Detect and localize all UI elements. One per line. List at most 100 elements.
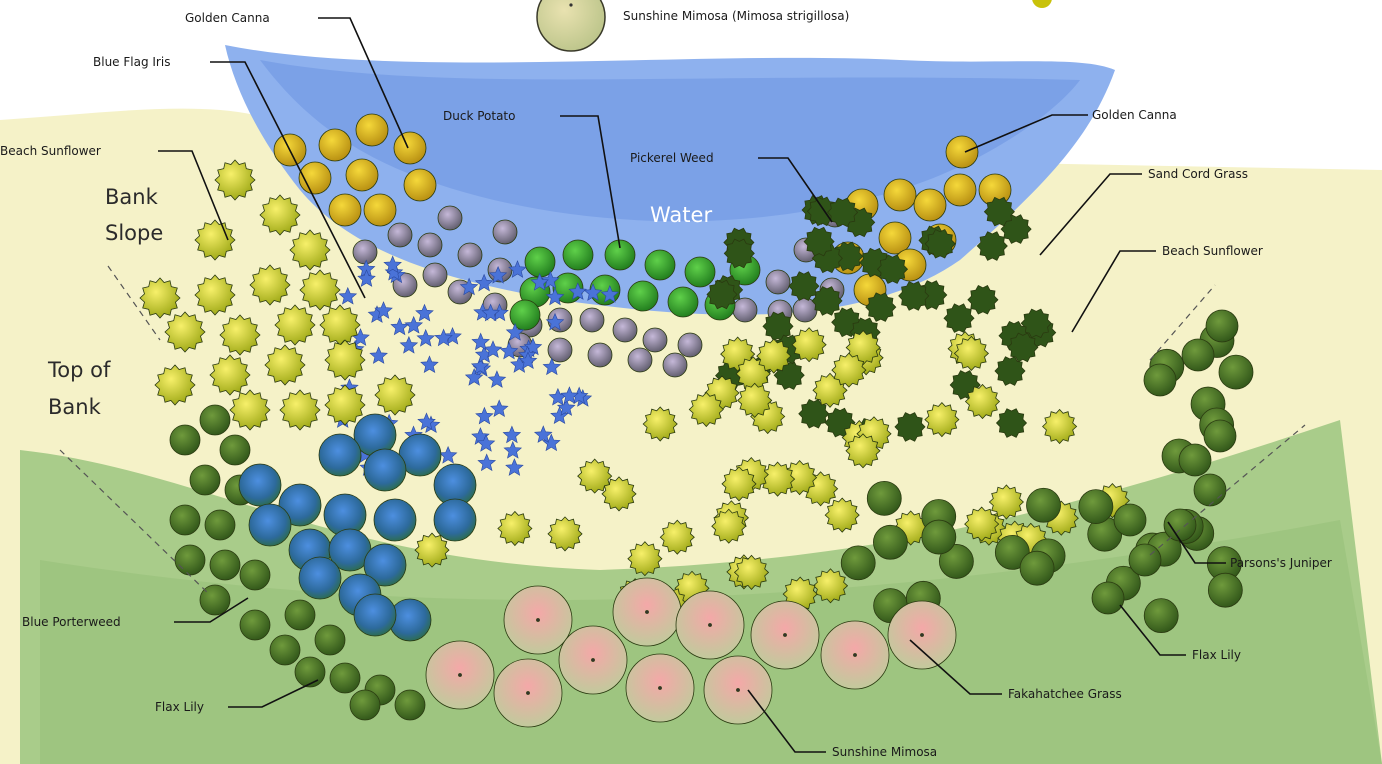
sunshine-mimosa-plant-center (536, 618, 540, 622)
blue-flag-iris-plant (471, 332, 490, 351)
sand-cord-grass-plant (803, 226, 835, 257)
beach-sunflower-plant (259, 194, 301, 236)
label-parsons-juniper: Parsons's Juniper (1230, 556, 1332, 570)
sunshine-mimosa-plant-center (708, 623, 712, 627)
blue-porterweed-plant (298, 556, 342, 600)
blue-flag-iris-plant (464, 368, 484, 386)
beach-sunflower-plant (988, 484, 1024, 520)
pickerel-weed-plant (422, 262, 448, 288)
label-flax-lily-left: Flax Lily (155, 700, 204, 714)
golden-canna-plant (298, 161, 332, 195)
parsons-juniper-plant (840, 545, 876, 581)
beach-sunflower-plant (824, 497, 860, 533)
blue-flag-iris-plant (443, 327, 462, 345)
blue-flag-iris-plant (583, 283, 603, 301)
parsons-juniper-plant (1193, 473, 1227, 507)
beach-sunflower-plant (194, 274, 236, 316)
sand-cord-grass-plant (788, 271, 820, 301)
leader-sunshine-mimosa (747, 689, 826, 753)
sunshine-mimosa-plant-center (645, 610, 649, 614)
parsons-juniper-plant (1113, 503, 1147, 537)
sand-cord-grass-plant (865, 292, 897, 322)
sand-cord-grass-plant (706, 279, 738, 310)
parsons-juniper-plant (1163, 508, 1197, 542)
beach-sunflower-plant (324, 339, 366, 381)
duck-potato-plant (684, 256, 716, 288)
sand-cord-grass-plant (798, 398, 830, 429)
parsons-juniper-plant (1019, 550, 1055, 586)
leader-lines (158, 17, 1226, 753)
label-sand-cord-grass: Sand Cord Grass (1148, 167, 1248, 181)
duck-potato-plant (667, 286, 699, 318)
sunshine-mimosa-plant-center (920, 633, 924, 637)
blue-flag-iris-plant (399, 335, 419, 354)
flax-lily-plant (199, 584, 231, 616)
blue-flag-iris-plant (533, 425, 553, 443)
duck-potato-plant (644, 249, 676, 281)
blue-flag-iris-plant (530, 272, 549, 291)
leader-golden-canna-left (318, 17, 409, 149)
blue-flag-iris-plant (374, 301, 393, 319)
beach-sunflower-plant (497, 510, 533, 547)
flax-lily-plant (394, 689, 426, 721)
plant-labels: Golden Canna Blue Flag Iris Beach Sunflo… (0, 11, 1332, 759)
label-duck-potato: Duck Potato (443, 109, 515, 123)
label-golden-canna-left: Golden Canna (185, 11, 270, 25)
beach-sunflower-plant (756, 338, 792, 374)
blue-flag-iris-plant (560, 386, 579, 404)
blue-porterweed-plant (238, 463, 282, 507)
blue-porterweed-plant (433, 498, 477, 542)
parsons-juniper-plant (938, 544, 974, 579)
blue-porterweed-plant (373, 498, 417, 542)
sand-cord-grass-plant (976, 231, 1008, 261)
sand-cord-grass-plant (827, 197, 859, 228)
leader-sand-cord-grass (1039, 173, 1142, 256)
sunshine-mimosa-legend-swatch (536, 0, 606, 52)
beach-sunflower-plant (374, 374, 416, 416)
parsons-juniper-plant (1143, 363, 1177, 397)
golden-canna-plant (883, 178, 917, 212)
pickerel-weed-plant (387, 222, 413, 248)
pickerel-weed-plant (587, 342, 613, 368)
golden-canna-plant (393, 131, 427, 165)
parsons-juniper-plant (1205, 309, 1239, 343)
leader-parsons-juniper (1167, 521, 1226, 564)
blue-flag-iris-plant (489, 399, 509, 418)
blue-flag-iris-plant (503, 440, 523, 459)
parsons-juniper-plant (866, 480, 902, 516)
leader-golden-canna-right (964, 114, 1088, 153)
blue-flag-iris-plant (541, 270, 560, 289)
label-blue-porterweed: Blue Porterweed (22, 615, 121, 629)
flax-lily-plant (314, 624, 346, 656)
flax-lily-plant (239, 609, 271, 641)
beach-sunflower-plant (249, 264, 291, 306)
pickerel-weed-plant (437, 205, 463, 231)
pickerel-weed-plant (579, 307, 605, 333)
bank-slope-label-line2: Slope (105, 221, 163, 245)
beach-sunflower-plant (194, 219, 236, 261)
bank-slope-dash (107, 265, 161, 341)
leader-pickerel-weed (758, 157, 833, 223)
sand-cord-grass-plant (811, 286, 843, 316)
sunshine-mimosa-plant-center (853, 653, 857, 657)
flax-lily-plant (294, 656, 326, 688)
blue-flag-iris-plant (384, 262, 404, 281)
blue-flag-iris-plant (545, 312, 565, 331)
blue-flag-iris-plant (357, 269, 376, 287)
duck-potato-plant (562, 239, 594, 271)
leader-blue-porterweed (174, 597, 249, 623)
water-label: Water (650, 203, 712, 227)
sunshine-mimosa-plant-center (736, 688, 740, 692)
flax-lily-plant (169, 504, 201, 536)
blue-flag-iris-plant (550, 406, 569, 425)
pickerel-weed-plant (677, 332, 703, 358)
sunshine-mimosa-plant-center (458, 673, 462, 677)
flax-lily-plant (169, 424, 201, 456)
parsons-juniper-plant (1203, 419, 1237, 453)
blue-porterweed-plant (353, 593, 397, 637)
sand-cord-grass-plant (967, 284, 999, 315)
beach-sunflower-plant (924, 402, 960, 438)
beach-sunflower-plant (1042, 408, 1078, 445)
beach-sunflower-plant (264, 344, 306, 386)
sand-cord-grass-plant (723, 238, 755, 269)
